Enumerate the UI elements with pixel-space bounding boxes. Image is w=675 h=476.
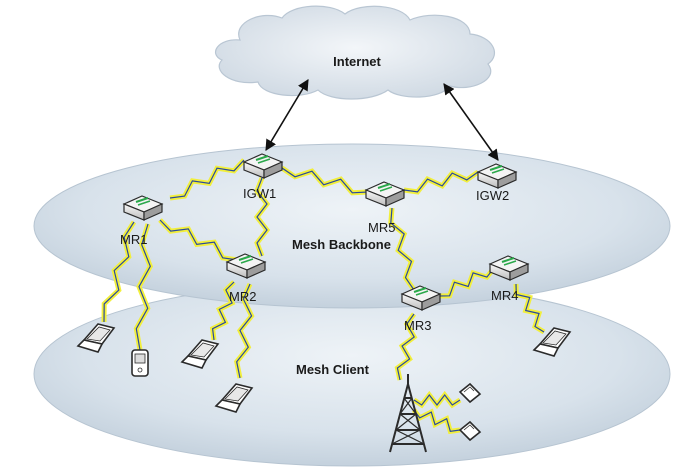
igw1-label: IGW1: [243, 186, 276, 201]
mr3-label: MR3: [404, 318, 431, 333]
link-mr2-laptop3: [236, 283, 253, 379]
igw1-router-icon: [242, 153, 284, 179]
igw2-internet-link: [443, 83, 499, 161]
mr5-label: MR5: [368, 220, 395, 235]
cellphone-1: [458, 382, 482, 404]
link-mr4-laptop4: [515, 283, 545, 333]
link-tower-phone2: [413, 409, 461, 432]
link-mr3-tower: [396, 313, 415, 381]
link-mr5-mr3: [390, 207, 415, 291]
internet-cloud: [215, 5, 495, 100]
mr4-label: MR4: [491, 288, 518, 303]
handheld-1: [131, 349, 149, 377]
link-tower-phone1: [413, 394, 461, 406]
mesh-clients: [76, 323, 572, 453]
igw1-internet-link: [265, 79, 309, 151]
laptop-2: [180, 339, 220, 369]
laptop-3: [214, 383, 254, 413]
wireless-links: [101, 158, 546, 435]
mr1-router-icon: [122, 195, 164, 221]
cellphone-2: [458, 420, 482, 442]
link-igw1-mr5: [281, 167, 369, 194]
igw2-router-icon: [476, 163, 518, 189]
mr5-router-icon: [364, 181, 406, 207]
link-igw1-mr2: [256, 177, 268, 257]
mr4-router-icon: [488, 255, 530, 281]
mr1-label: MR1: [120, 232, 147, 247]
link-mr2-laptop2: [211, 281, 235, 341]
link-mr5-igw2: [403, 171, 479, 193]
link-mr1-laptop1: [103, 221, 135, 323]
mr3-router-icon: [400, 285, 442, 311]
igw2-label: IGW2: [476, 188, 509, 203]
laptop-4: [532, 327, 572, 357]
mesh-backbone-label: Mesh Backbone: [292, 237, 391, 252]
link-mr1-phone: [135, 223, 151, 351]
link-mr1-igw1: [169, 159, 245, 199]
mesh-routers: [122, 153, 530, 311]
link-mr3-mr4: [437, 267, 495, 297]
cell-tower: [389, 374, 427, 453]
internet-label: Internet: [333, 54, 381, 69]
laptop-1: [76, 323, 116, 353]
mr2-label: MR2: [229, 289, 256, 304]
mesh-client-label: Mesh Client: [296, 362, 370, 377]
link-mr1-mr2: [159, 219, 239, 261]
mr2-router-icon: [225, 253, 267, 279]
